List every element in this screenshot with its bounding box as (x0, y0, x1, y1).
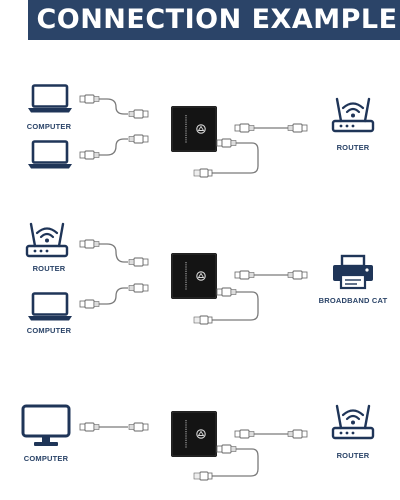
usb-plug (193, 471, 213, 481)
cable (99, 98, 288, 174)
ethernet-plug (79, 94, 100, 104)
ethernet-plug (128, 109, 149, 119)
device-label: COMPUTER (23, 454, 69, 463)
ethernet-plug (234, 429, 255, 439)
ethernet-plug (128, 283, 149, 293)
cable (99, 243, 288, 321)
device-label: BROADBAND CAT (318, 296, 388, 305)
printer-icon (331, 254, 375, 290)
ethernet-plug (216, 138, 237, 148)
ethernet-plug (216, 287, 237, 297)
header-banner: CONNECTION EXAMPLE (0, 0, 400, 40)
ethernet-plug (287, 429, 308, 439)
router-icon (331, 95, 375, 135)
ethernet-plug (79, 422, 100, 432)
ethernet-plug (128, 422, 149, 432)
page-title: CONNECTION EXAMPLE (36, 4, 398, 35)
ethernet-plug (287, 270, 308, 280)
switch-box (170, 105, 218, 153)
router-icon (331, 402, 375, 442)
device-label: ROUTER (336, 143, 370, 152)
laptop-icon (27, 292, 73, 322)
ethernet-plug (79, 239, 100, 249)
switch-box (170, 252, 218, 300)
ethernet-plug (234, 270, 255, 280)
banner-accent (0, 0, 28, 40)
switch-box (170, 410, 218, 458)
ethernet-plug (128, 134, 149, 144)
usb-plug (193, 168, 213, 178)
ethernet-plug (216, 444, 237, 454)
ethernet-plug (287, 123, 308, 133)
ethernet-plug (79, 150, 100, 160)
ethernet-plug (234, 123, 255, 133)
device-label: COMPUTER (26, 122, 72, 131)
device-label: COMPUTER (26, 326, 72, 335)
cable (99, 426, 288, 477)
device-label: ROUTER (336, 451, 370, 460)
ethernet-plug (128, 257, 149, 267)
monitor-icon (21, 404, 71, 448)
device-label: ROUTER (32, 264, 66, 273)
router-icon (25, 220, 69, 260)
laptop-icon (27, 140, 73, 170)
usb-plug (193, 315, 213, 325)
ethernet-plug (79, 299, 100, 309)
laptop-icon (27, 84, 73, 114)
